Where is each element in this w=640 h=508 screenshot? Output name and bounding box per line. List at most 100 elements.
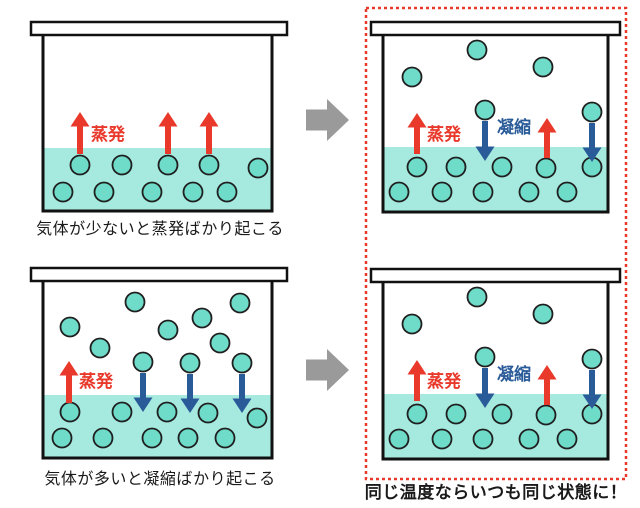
molecule xyxy=(92,427,114,449)
panel-equilibrium-top: 蒸発凝縮 xyxy=(369,20,622,214)
evaporation-arrow-head xyxy=(158,112,178,127)
caption-many-gas: 気体が多いと凝縮ばかり起こる xyxy=(44,471,276,488)
molecule xyxy=(216,181,238,203)
molecule xyxy=(518,428,540,450)
molecule xyxy=(445,403,467,425)
molecule xyxy=(209,332,231,354)
caption-equilibrium: 同じ温度ならいつも同じ状態に！ xyxy=(364,483,628,502)
molecule xyxy=(157,154,179,176)
evaporation-arrow-head xyxy=(70,112,90,127)
molecule xyxy=(182,181,204,203)
condensation-arrow xyxy=(180,374,200,413)
evaporation-arrow xyxy=(70,112,90,154)
container-walls xyxy=(41,35,274,213)
evaporation-arrow-head xyxy=(407,113,427,128)
liquid xyxy=(384,394,607,458)
molecule xyxy=(179,352,201,374)
molecule xyxy=(89,337,111,359)
condensation-arrow xyxy=(133,373,153,412)
molecule xyxy=(51,427,73,449)
condensation-arrow-head xyxy=(232,398,252,413)
container-lid xyxy=(369,267,622,284)
molecule xyxy=(445,156,467,178)
evaporation-arrow xyxy=(158,112,178,154)
evaporation-arrow xyxy=(407,360,427,401)
molecule xyxy=(191,307,213,329)
panel-few-gas: 蒸発 xyxy=(29,20,289,213)
evaporation-label: 蒸発 xyxy=(79,371,114,391)
panel-equilibrium-bottom: 蒸発 凝縮 xyxy=(369,267,622,461)
molecule xyxy=(69,154,91,176)
molecule xyxy=(247,157,269,179)
evaporation-arrow-head xyxy=(537,118,557,133)
condensation-label: 凝縮 xyxy=(497,364,531,384)
molecule xyxy=(466,39,488,61)
evaporation-arrow-head xyxy=(199,112,219,127)
container-walls xyxy=(381,282,610,461)
container-walls xyxy=(41,281,274,460)
evaporation-arrow xyxy=(537,365,557,405)
molecule xyxy=(141,181,163,203)
condensation-arrow-head xyxy=(180,398,200,413)
evaporation-label: 蒸発 xyxy=(427,124,462,144)
molecule xyxy=(401,313,423,335)
molecule xyxy=(93,181,115,203)
molecule xyxy=(198,154,220,176)
condensation-arrow xyxy=(475,121,495,161)
molecule xyxy=(156,401,178,423)
transition-arrow-icon xyxy=(306,99,349,141)
molecule xyxy=(474,346,496,368)
molecule xyxy=(556,181,578,203)
condensation-arrow xyxy=(475,368,495,408)
evaporation-arrow xyxy=(59,361,79,403)
molecule xyxy=(581,348,603,370)
liquid xyxy=(384,147,607,211)
molecule xyxy=(466,286,488,308)
container-lid xyxy=(29,20,289,37)
container-walls xyxy=(381,35,610,214)
molecule xyxy=(59,316,81,338)
condensation-arrow xyxy=(582,123,602,162)
container-lid xyxy=(369,20,622,37)
molecule xyxy=(229,292,251,314)
molecule xyxy=(518,181,540,203)
container-lid xyxy=(29,266,289,283)
molecule xyxy=(491,403,513,425)
evaporation-arrow-head xyxy=(407,360,427,375)
molecule xyxy=(157,319,179,341)
caption-few-gas: 気体が少ないと蒸発ばかり起こる xyxy=(36,221,284,238)
molecule xyxy=(246,407,268,429)
molecule xyxy=(474,99,496,121)
molecule xyxy=(231,352,253,374)
molecule xyxy=(491,156,513,178)
condensation-arrow-head xyxy=(133,397,153,412)
condensation-arrow xyxy=(232,374,252,413)
molecule xyxy=(111,154,133,176)
molecule xyxy=(388,181,410,203)
molecule xyxy=(535,404,557,426)
condensation-arrow-head xyxy=(475,393,495,408)
molecule xyxy=(52,181,74,203)
molecule xyxy=(532,56,554,78)
evaporation-arrow xyxy=(407,113,427,154)
molecule xyxy=(111,401,133,423)
molecule xyxy=(472,181,494,203)
evaporation-arrow-head xyxy=(537,365,557,380)
molecule xyxy=(406,156,428,178)
molecule xyxy=(581,101,603,123)
molecule xyxy=(197,402,219,424)
molecule xyxy=(535,157,557,179)
evaporation-arrow xyxy=(537,118,557,158)
molecule xyxy=(177,427,199,449)
molecule xyxy=(431,428,453,450)
molecule xyxy=(532,303,554,325)
molecule xyxy=(214,427,236,449)
molecule xyxy=(406,403,428,425)
molecule xyxy=(388,428,410,450)
condensation-arrow xyxy=(582,370,602,409)
molecule xyxy=(141,427,163,449)
equilibrium-dashed-box xyxy=(364,6,628,481)
evaporation-label: 蒸発 xyxy=(427,371,462,391)
molecule xyxy=(124,291,146,313)
